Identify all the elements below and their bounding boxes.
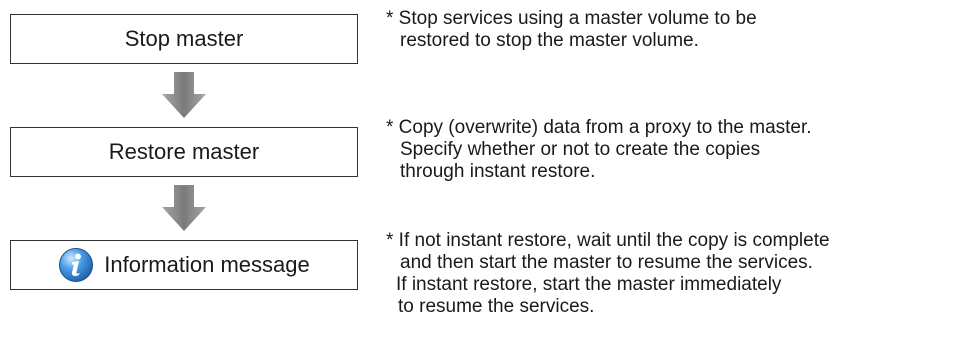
step-information-message: Information message [10, 240, 358, 290]
note-line: to resume the services. [398, 296, 595, 317]
note-stop-master: * Stop services using a master volume to… [386, 8, 757, 52]
step-restore-master: Restore master [10, 127, 358, 177]
note-restore-master: * Copy (overwrite) data from a proxy to … [386, 117, 812, 183]
step-stop-master: Stop master [10, 14, 358, 64]
note-line: through instant restore. [400, 161, 596, 182]
note-line: If instant restore, start the master imm… [396, 274, 782, 295]
step-restore-master-label: Restore master [108, 139, 260, 164]
note-line: * If not instant restore, wait until the… [386, 230, 830, 251]
note-line: * Stop services using a master volume to… [386, 8, 757, 29]
note-line: restored to stop the master volume. [400, 30, 699, 51]
down-arrow-icon [162, 185, 206, 231]
down-arrow-icon [162, 72, 206, 118]
note-line: Specify whether or not to create the cop… [400, 139, 761, 160]
note-line: * Copy (overwrite) data from a proxy to … [386, 117, 812, 138]
note-information-message: * If not instant restore, wait until the… [386, 230, 830, 318]
step-information-message-label: Information message [104, 252, 310, 277]
note-line: and then start the master to resume the … [400, 252, 813, 273]
step-stop-master-label: Stop master [124, 26, 244, 51]
info-icon [59, 248, 94, 282]
